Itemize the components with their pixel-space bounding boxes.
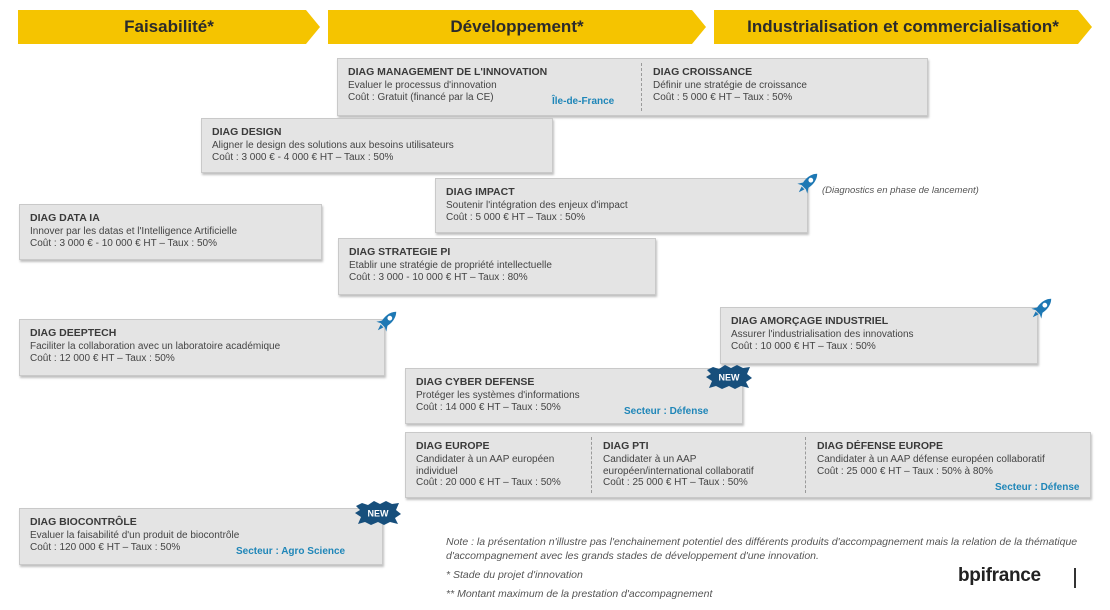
card-divider [805, 437, 806, 493]
phase-faisabilite: Faisabilité* [18, 10, 320, 44]
card-title: DIAG MANAGEMENT DE L'INNOVATION [348, 66, 548, 78]
card-diag-management[interactable]: DIAG MANAGEMENT DE L'INNOVATION Evaluer … [338, 59, 641, 115]
card-title: DIAG IMPACT [446, 186, 515, 198]
logo-separator [1074, 568, 1076, 588]
card-cost: Coût : 20 000 € HT – Taux : 50% [416, 477, 561, 488]
card-desc: Evaluer le processus d'innovation [348, 80, 497, 91]
card-cost: Coût : Gratuit (financé par la CE) [348, 91, 494, 103]
card-diag-defense-europe[interactable]: DIAG DÉFENSE EUROPE Candidater à un AAP … [807, 433, 1092, 497]
card-diag-data-ia[interactable]: DIAG DATA IA Innover par les datas et l'… [19, 204, 322, 260]
card-diag-deeptech[interactable]: DIAG DEEPTECH Faciliter la collaboration… [19, 319, 385, 376]
card-diag-design[interactable]: DIAG DESIGN Aligner le design des soluti… [201, 118, 553, 173]
sector-tag: Secteur : Défense [624, 406, 709, 417]
card-title: DIAG DESIGN [212, 126, 282, 138]
presentation-note: Note : la présentation n'illustre pas l'… [446, 536, 1078, 562]
card-cost: Coût : 120 000 € HT – Taux : 50% [30, 541, 181, 553]
card-diag-impact[interactable]: DIAG IMPACT Soutenir l'intégration des e… [435, 178, 808, 233]
card-diag-croissance[interactable]: DIAG CROISSANCE Définir une stratégie de… [643, 59, 929, 115]
card-desc: Evaluer la faisabilité d'un produit de b… [30, 530, 240, 541]
card-diag-europe[interactable]: DIAG EUROPE Candidater à un AAP européen… [406, 433, 590, 497]
card-title: DIAG DATA IA [30, 212, 100, 224]
card-title: DIAG CYBER DEFENSE [416, 376, 535, 388]
rocket-icon [797, 173, 818, 194]
card-title: DIAG DEEPTECH [30, 327, 117, 339]
card-cost: Coût : 3 000 - 10 000 € HT – Taux : 80% [349, 271, 528, 283]
new-badge-text: NEW [368, 509, 390, 519]
card-diag-amorcage-industriel[interactable]: DIAG AMORÇAGE INDUSTRIEL Assurer l'indus… [720, 307, 1038, 364]
card-diag-cyber-defense[interactable]: DIAG CYBER DEFENSE Protéger les systèmes… [405, 368, 743, 424]
new-badge-text: NEW [719, 373, 741, 383]
card-title: DIAG DÉFENSE EUROPE [817, 440, 944, 452]
card-cost: Coût : 25 000 € HT – Taux : 50% [603, 477, 748, 488]
card-diag-pti[interactable]: DIAG PTI Candidater à un AAP européen/in… [593, 433, 805, 497]
card-diag-europe-group: DIAG EUROPE Candidater à un AAP européen… [405, 432, 1091, 498]
card-title: DIAG EUROPE [416, 440, 490, 452]
sector-tag: Secteur : Défense [995, 482, 1080, 493]
card-desc: Faciliter la collaboration avec un labor… [30, 341, 281, 352]
sector-tag: Secteur : Agro Science [236, 546, 346, 557]
card-desc: Innover par les datas et l'Intelligence … [30, 226, 238, 237]
phase-label: Faisabilité* [124, 17, 214, 36]
new-badge-icon: NEW [355, 501, 401, 525]
phase-developpement: Développement* [328, 10, 706, 44]
card-diag-strategie-pi[interactable]: DIAG STRATEGIE PI Etablir une stratégie … [338, 238, 656, 295]
card-desc: Soutenir l'intégration des enjeux d'impa… [446, 200, 628, 211]
card-desc: Aligner le design des solutions aux beso… [212, 140, 454, 151]
bpifrance-logo: bpifrance [958, 565, 1041, 586]
launch-note: (Diagnostics en phase de lancement) [822, 185, 979, 196]
phase-label: Développement* [450, 17, 584, 36]
card-title: DIAG STRATEGIE PI [349, 246, 451, 258]
card-cost: Coût : 5 000 € HT – Taux : 50% [446, 211, 586, 223]
card-desc: Définir une stratégie de croissance [653, 80, 807, 91]
card-cost: Coût : 10 000 € HT – Taux : 50% [731, 340, 876, 352]
card-desc: Candidater à un AAP défense européen col… [817, 454, 1045, 465]
card-title: DIAG PTI [603, 440, 649, 452]
card-title: DIAG CROISSANCE [653, 66, 753, 78]
card-cost: Coût : 25 000 € HT – Taux : 50% à 80% [817, 465, 993, 477]
card-divider [591, 437, 592, 493]
card-title: DIAG BIOCONTRÔLE [30, 516, 137, 528]
card-cost: Coût : 3 000 € - 10 000 € HT – Taux : 50… [30, 237, 217, 249]
card-desc: Candidater à un AAP européen individuel [416, 454, 555, 477]
card-desc: Etablir une stratégie de propriété intel… [349, 260, 552, 271]
card-divider [641, 63, 642, 111]
card-diag-biocontrole[interactable]: DIAG BIOCONTRÔLE Evaluer la faisabilité … [19, 508, 383, 565]
footnote-amount: ** Montant maximum de la prestation d'ac… [446, 588, 713, 600]
card-desc: Protéger les systèmes d'informations [416, 390, 580, 401]
phase-industrialisation: Industrialisation et commercialisation* [714, 10, 1092, 44]
card-title: DIAG AMORÇAGE INDUSTRIEL [731, 315, 889, 327]
card-cost: Coût : 5 000 € HT – Taux : 50% [653, 91, 793, 103]
card-diag-management-croissance: DIAG MANAGEMENT DE L'INNOVATION Evaluer … [337, 58, 928, 116]
card-cost: Coût : 14 000 € HT – Taux : 50% [416, 401, 561, 413]
new-badge-icon: NEW [706, 365, 752, 389]
footnote-stage: * Stade du projet d'innovation [446, 569, 583, 581]
rocket-icon [376, 311, 397, 332]
phase-label: Industrialisation et commercialisation* [747, 17, 1059, 36]
region-tag: Île-de-France [552, 96, 615, 107]
rocket-icon [1031, 298, 1052, 319]
card-cost: Coût : 12 000 € HT – Taux : 50% [30, 352, 175, 364]
card-cost: Coût : 3 000 € - 4 000 € HT – Taux : 50% [212, 151, 394, 163]
card-desc: Assurer l'industrialisation des innovati… [731, 329, 914, 340]
card-desc: Candidater à un AAP européen/internation… [603, 454, 754, 477]
